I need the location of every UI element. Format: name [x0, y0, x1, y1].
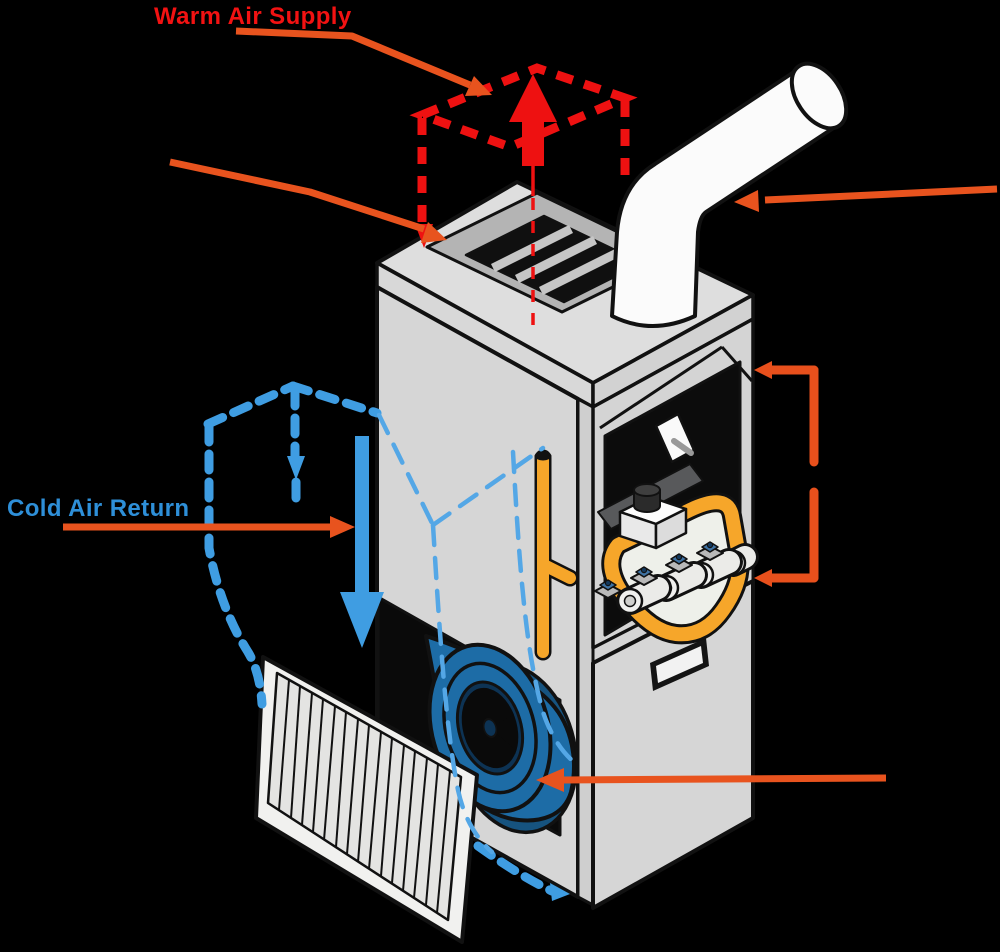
cold-air-flow-guides: [376, 412, 577, 855]
warm-air-label-arrow: [235, 27, 492, 96]
cold-duct-bottom-arrowhead: [550, 883, 570, 901]
fan-wheel-icon: [461, 687, 519, 769]
cold-air-label-arrow: [63, 516, 355, 538]
blower-fan: [424, 634, 579, 835]
burner-caps: [594, 541, 724, 599]
burners: [616, 543, 759, 615]
burner-compartment: [594, 412, 759, 645]
cold-duct-arrowhead: [287, 456, 305, 480]
lower-door-handle: [650, 638, 709, 691]
heat-exchanger-bracket: [754, 361, 819, 587]
cold-air-duct-outline: [203, 381, 557, 896]
warm-air-supply-label: Warm Air Supply: [154, 3, 352, 30]
cold-air-return-label: Cold Air Return: [7, 495, 190, 522]
gas-supply-pipe: [534, 449, 579, 661]
cold-air-flow-arrow: [340, 436, 384, 648]
blower-arrow: [536, 768, 887, 792]
furnace-cabinet: [254, 61, 849, 944]
flue-arrow: [734, 185, 998, 212]
supply-grille-arrow: [169, 158, 447, 243]
flue-pipe: [610, 61, 849, 328]
warm-air-flow-arrow: [509, 74, 557, 166]
air-filter: [254, 655, 479, 944]
corner-edge-band: [576, 397, 595, 907]
gas-valve: [618, 483, 688, 550]
warm-air-duct-outline: [409, 63, 638, 222]
callout-arrows: [63, 27, 998, 792]
